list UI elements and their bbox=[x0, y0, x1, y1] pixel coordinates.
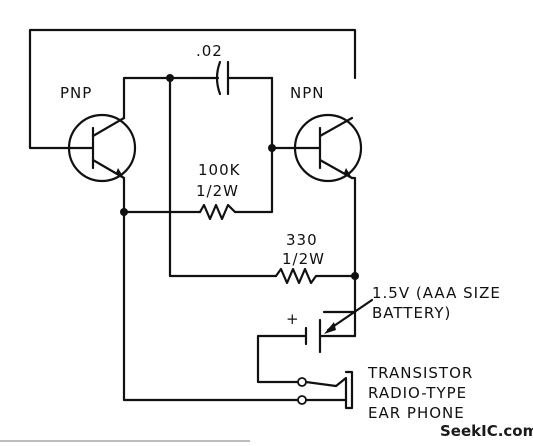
capacitor-label: .02 bbox=[196, 42, 223, 60]
resistor-330-value: 330 bbox=[286, 231, 318, 249]
junction-right-rail bbox=[351, 272, 359, 280]
npn-label: NPN bbox=[290, 84, 325, 102]
battery-neg-wire bbox=[256, 334, 308, 384]
npn-transistor bbox=[270, 113, 363, 183]
resistor-330 bbox=[274, 267, 357, 285]
battery-polarity: + bbox=[286, 310, 300, 328]
battery-label-line2: BATTERY) bbox=[372, 304, 451, 322]
earphone-label-line1: TRANSISTOR bbox=[367, 364, 473, 382]
left-node-down-wire bbox=[168, 76, 278, 278]
watermark: SeekIC.com bbox=[440, 422, 533, 440]
resistor-100k bbox=[198, 203, 237, 221]
junction-top-left bbox=[166, 74, 174, 82]
earphone-label-line2: RADIO-TYPE bbox=[368, 384, 467, 402]
earphone-terminal-bottom bbox=[297, 395, 307, 405]
earphone-label-line3: EAR PHONE bbox=[368, 404, 465, 422]
pnp-transistor bbox=[67, 113, 137, 183]
junction-npn-base bbox=[268, 144, 276, 152]
pnp-label: PNP bbox=[60, 84, 92, 102]
capacitor bbox=[198, 60, 274, 96]
pnp-collector-wire bbox=[122, 176, 302, 402]
battery-label-line1: 1.5V (AAA SIZE bbox=[372, 284, 501, 302]
earphone-terminal-top bbox=[297, 377, 307, 387]
battery-callout-head bbox=[324, 322, 336, 334]
resistor-100k-value: 100K bbox=[198, 161, 241, 179]
junction-pnp-collector bbox=[120, 208, 128, 216]
resistor-100k-power: 1/2W bbox=[196, 182, 239, 200]
resistor-330-power: 1/2W bbox=[282, 250, 325, 268]
npn-emitter-wire bbox=[350, 176, 357, 314]
top-feedback-wire bbox=[28, 28, 357, 150]
scan-edge bbox=[0, 440, 250, 442]
cap-to-npn-base-wire bbox=[233, 76, 274, 214]
earphone-symbol bbox=[304, 370, 354, 410]
battery-callout-arrow bbox=[326, 298, 374, 332]
pnp-emitter-wire bbox=[122, 76, 202, 120]
battery bbox=[304, 310, 357, 354]
